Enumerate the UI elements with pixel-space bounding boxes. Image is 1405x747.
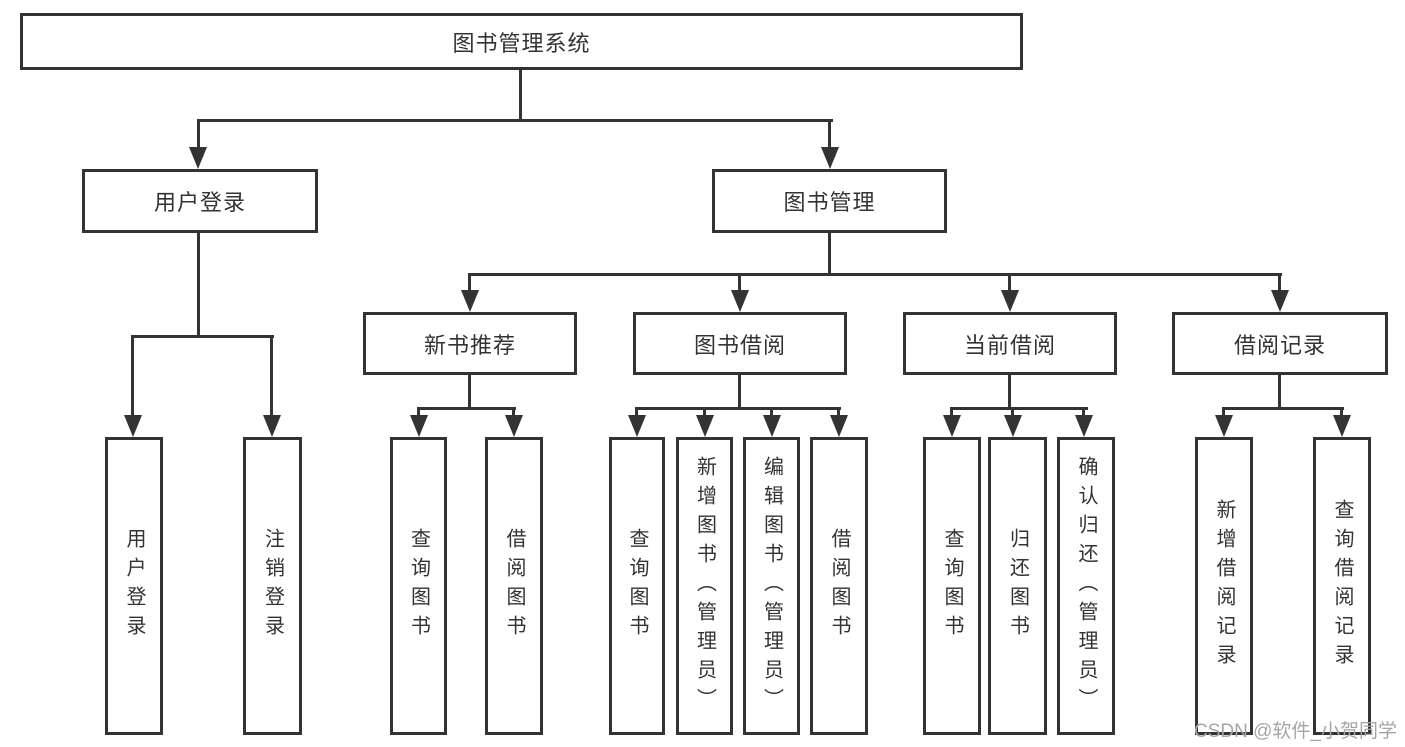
connector-line <box>519 70 522 122</box>
node-label: 查询图书 <box>626 528 648 644</box>
connector-line <box>1278 375 1281 408</box>
node-label: 图书管理系统 <box>452 30 591 56</box>
connector-line <box>417 407 516 410</box>
node-leaf-borrow-books: 借阅图书 <box>810 437 868 735</box>
node-label: 借阅图书 <box>828 528 850 644</box>
arrow-down-icon <box>1333 415 1351 437</box>
connector-line <box>1278 273 1281 293</box>
connector-line <box>1340 407 1343 417</box>
node-label: 查询图书 <box>941 528 963 644</box>
node-label: 用户登录 <box>153 190 246 215</box>
connector-line <box>417 407 420 417</box>
connector-line <box>197 233 200 335</box>
connector-line <box>1082 407 1085 417</box>
node-label: 新增图书（管理员） <box>693 455 716 717</box>
arrow-down-icon <box>943 415 961 437</box>
connector-line <box>468 273 1282 276</box>
connector-line <box>703 407 706 417</box>
node-label: 查询借阅记录 <box>1331 499 1353 673</box>
node-new-book-recommendation: 新书推荐 <box>363 312 577 375</box>
connector-line <box>635 407 638 417</box>
arrow-down-icon <box>124 415 142 437</box>
arrow-down-icon <box>731 290 749 312</box>
node-label: 新书推荐 <box>423 332 516 358</box>
node-leaf-query-books-current: 查询图书 <box>923 437 981 735</box>
connector-line <box>270 335 273 418</box>
connector-line <box>635 407 841 410</box>
node-book-borrowing: 图书借阅 <box>633 312 847 375</box>
node-label: 当前借阅 <box>963 332 1056 358</box>
node-leaf-logout: 注销登录 <box>243 437 302 735</box>
arrow-down-icon <box>263 415 281 437</box>
arrow-down-icon <box>696 415 714 437</box>
node-label: 图书借阅 <box>693 332 786 358</box>
node-current-borrowing: 当前借阅 <box>903 312 1117 375</box>
node-label: 归还图书 <box>1006 528 1029 644</box>
connector-line <box>738 375 741 408</box>
node-leaf-query-books-recommend: 查询图书 <box>390 437 447 735</box>
arrow-down-icon <box>830 415 848 437</box>
arrow-down-icon <box>821 147 839 169</box>
arrow-down-icon <box>763 415 781 437</box>
connector-line <box>197 119 833 122</box>
node-label: 查询图书 <box>407 528 430 644</box>
arrow-down-icon <box>1215 415 1233 437</box>
node-label: 借阅图书 <box>503 528 525 644</box>
connector-line <box>131 335 134 418</box>
connector-line <box>837 407 840 417</box>
connector-line <box>512 407 515 417</box>
node-leaf-return-books: 归还图书 <box>988 437 1047 735</box>
connector-line <box>828 119 831 150</box>
node-borrowing-records: 借阅记录 <box>1172 312 1388 375</box>
connector-line <box>468 273 471 293</box>
node-leaf-query-borrow-record: 查询借阅记录 <box>1313 437 1371 735</box>
connector-line <box>468 375 471 408</box>
arrow-down-icon <box>1004 415 1022 437</box>
connector-line <box>1008 375 1011 408</box>
connector-line <box>738 273 741 293</box>
node-library-management-system: 图书管理系统 <box>20 13 1023 70</box>
connector-line <box>1011 407 1014 417</box>
arrow-down-icon <box>628 415 646 437</box>
node-leaf-add-books-admin: 新增图书（管理员） <box>676 437 733 735</box>
arrow-down-icon <box>189 147 207 169</box>
node-label: 确认归还（管理员） <box>1075 455 1097 717</box>
arrow-down-icon <box>461 290 479 312</box>
connector-line <box>950 407 1088 410</box>
node-label: 编辑图书（管理员） <box>760 455 783 717</box>
node-label: 注销登录 <box>261 528 284 644</box>
connector-line <box>197 119 200 150</box>
csdn-watermark: CSDN @软件_小贺同学 <box>1194 721 1397 742</box>
node-leaf-user-login: 用户登录 <box>105 437 163 735</box>
connector-line <box>131 335 274 338</box>
node-leaf-add-borrow-record: 新增借阅记录 <box>1195 437 1253 735</box>
node-label: 新增借阅记录 <box>1213 499 1235 673</box>
arrow-down-icon <box>1271 290 1289 312</box>
arrow-down-icon <box>410 415 428 437</box>
node-leaf-edit-books-admin: 编辑图书（管理员） <box>743 437 800 735</box>
node-label: 图书管理 <box>783 190 876 215</box>
arrow-down-icon <box>1001 290 1019 312</box>
connector-line <box>770 407 773 417</box>
node-leaf-query-books-borrowing: 查询图书 <box>609 437 665 735</box>
connector-line <box>828 233 831 275</box>
node-label: 用户登录 <box>123 528 145 644</box>
node-label: 借阅记录 <box>1233 332 1326 358</box>
connector-line <box>1222 407 1344 410</box>
node-leaf-confirm-return-admin: 确认归还（管理员） <box>1057 437 1115 735</box>
connector-line <box>1222 407 1225 417</box>
node-leaf-borrow-books-recommend: 借阅图书 <box>485 437 543 735</box>
connector-line <box>1008 273 1011 293</box>
node-user-login: 用户登录 <box>82 169 318 233</box>
arrow-down-icon <box>1075 415 1093 437</box>
node-book-management: 图书管理 <box>712 169 947 233</box>
connector-line <box>950 407 953 417</box>
arrow-down-icon <box>505 415 523 437</box>
